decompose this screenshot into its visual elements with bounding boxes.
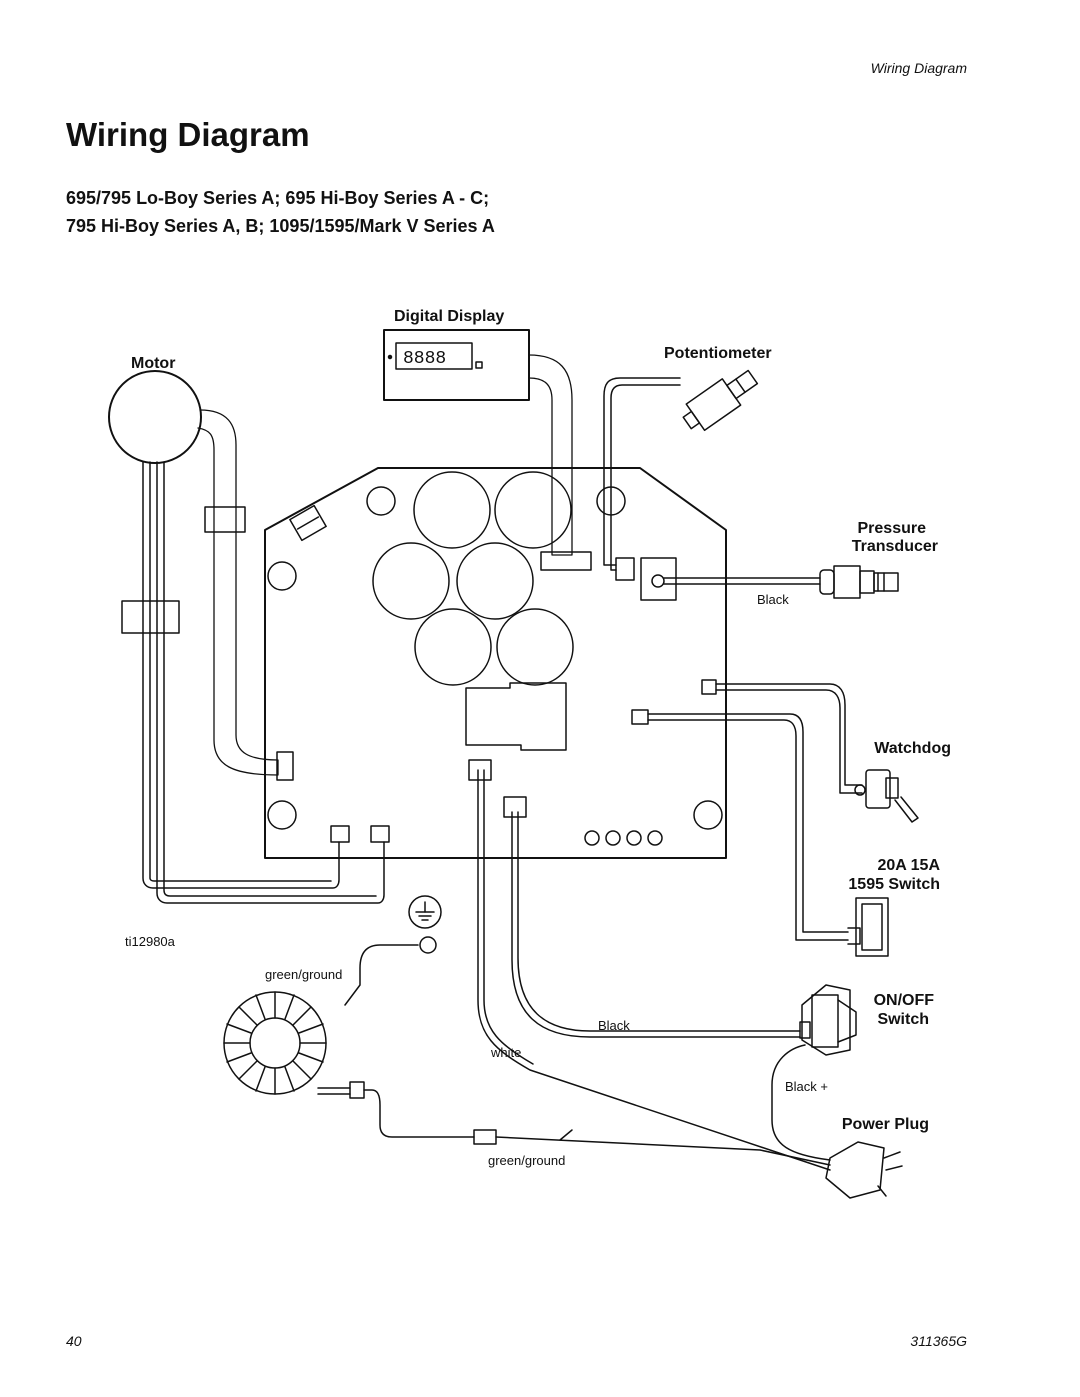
label-black-mid: Black (598, 1018, 630, 1033)
motor-wire (142, 461, 340, 889)
board-hole (267, 561, 297, 591)
label-20a-15a: 20A 15A (877, 857, 940, 874)
motor-wire (149, 461, 332, 882)
capacitor (494, 471, 572, 549)
potentiometer-connector (615, 557, 635, 581)
white-wire (483, 769, 534, 1065)
page-title: Wiring Diagram (66, 116, 310, 153)
watchdog-wire (715, 683, 863, 786)
led (605, 830, 621, 846)
label-motor: Motor (131, 355, 175, 372)
board-chip (289, 504, 327, 542)
page-number: 40 (66, 1333, 82, 1349)
inline-connector (473, 1129, 497, 1145)
black-wire (517, 811, 801, 1032)
control-board (264, 467, 727, 859)
potentiometer (682, 369, 759, 432)
motor-cable-clamp (204, 506, 246, 533)
toroid-connector (349, 1081, 365, 1099)
board-hole (267, 800, 297, 830)
subtitle-line-2: 795 Hi-Boy Series A, B; 1095/1595/Mark V… (66, 216, 495, 236)
display-connector (540, 551, 592, 571)
potentiometer-wire (610, 384, 681, 571)
potentiometer-wire (603, 377, 681, 566)
black-plus-wire (771, 1044, 831, 1161)
label-potentiometer: Potentiometer (664, 345, 772, 362)
led (584, 830, 600, 846)
label-white: white (490, 1045, 521, 1060)
white-wire (477, 769, 831, 1171)
switch-1595 (847, 897, 889, 957)
capacitor (456, 542, 534, 620)
led (647, 830, 663, 846)
black-wire (511, 811, 801, 1038)
watchdog-wire (715, 689, 863, 794)
board-hole (366, 486, 396, 516)
display-ribbon-cable (528, 354, 573, 556)
motor-cable-clamp (121, 600, 180, 634)
label-transducer-black: Black (757, 592, 789, 607)
motor-ribbon-cable (197, 409, 279, 776)
motor-wire (163, 461, 377, 897)
led (626, 830, 642, 846)
capacitor (496, 608, 574, 686)
motor-wire (156, 461, 385, 904)
ground-wire (363, 1089, 475, 1138)
board-connector (503, 796, 527, 818)
label-onoff-switch: Switch (877, 1011, 929, 1028)
switch-1595-wire (647, 719, 849, 941)
motor (108, 370, 202, 464)
toroid-filter (223, 991, 327, 1095)
label-1595-switch: 1595 Switch (848, 876, 940, 893)
ground-terminal (419, 936, 437, 954)
ground-wire (495, 1136, 831, 1166)
switch-1595-wire (647, 713, 849, 933)
label-power-plug: Power Plug (842, 1116, 929, 1133)
board-connector (468, 759, 492, 781)
ground-wire (344, 944, 419, 1006)
board-connector (370, 825, 390, 843)
capacitor (413, 471, 491, 549)
svg-text:8888: 8888 (403, 349, 446, 369)
board-ribbon-connector (276, 751, 294, 781)
figure-id: ti12980a (125, 934, 176, 949)
toroid-wire (317, 1087, 351, 1095)
digital-display (383, 329, 530, 401)
board-hole (693, 800, 723, 830)
document-number: 311365G (910, 1333, 967, 1349)
running-header: Wiring Diagram (870, 60, 967, 76)
transducer-connector (640, 557, 677, 601)
subtitle-line-1: 695/795 Lo-Boy Series A; 695 Hi-Boy Seri… (66, 188, 490, 208)
heatsink (465, 682, 567, 751)
power-plug (825, 1141, 903, 1199)
board-connector (330, 825, 350, 843)
pressure-transducer (819, 565, 899, 599)
label-black-plus: Black + (785, 1079, 828, 1094)
label-green-ground-bottom: green/ground (488, 1153, 565, 1168)
transducer-wire (663, 577, 821, 585)
label-pressure: Pressure (858, 520, 927, 537)
watchdog-switch (854, 769, 919, 823)
label-onoff: ON/OFF (874, 992, 935, 1009)
capacitor (414, 608, 492, 686)
watchdog-connector (701, 679, 717, 695)
capacitor (372, 542, 450, 620)
watchdog-connector (631, 709, 649, 725)
label-watchdog: Watchdog (874, 740, 951, 757)
ground-symbol (408, 895, 442, 929)
label-transducer: Transducer (852, 538, 938, 555)
label-green-ground-top: green/ground (265, 967, 342, 982)
onoff-switch (799, 984, 857, 1056)
label-digital-display: Digital Display (394, 308, 504, 325)
